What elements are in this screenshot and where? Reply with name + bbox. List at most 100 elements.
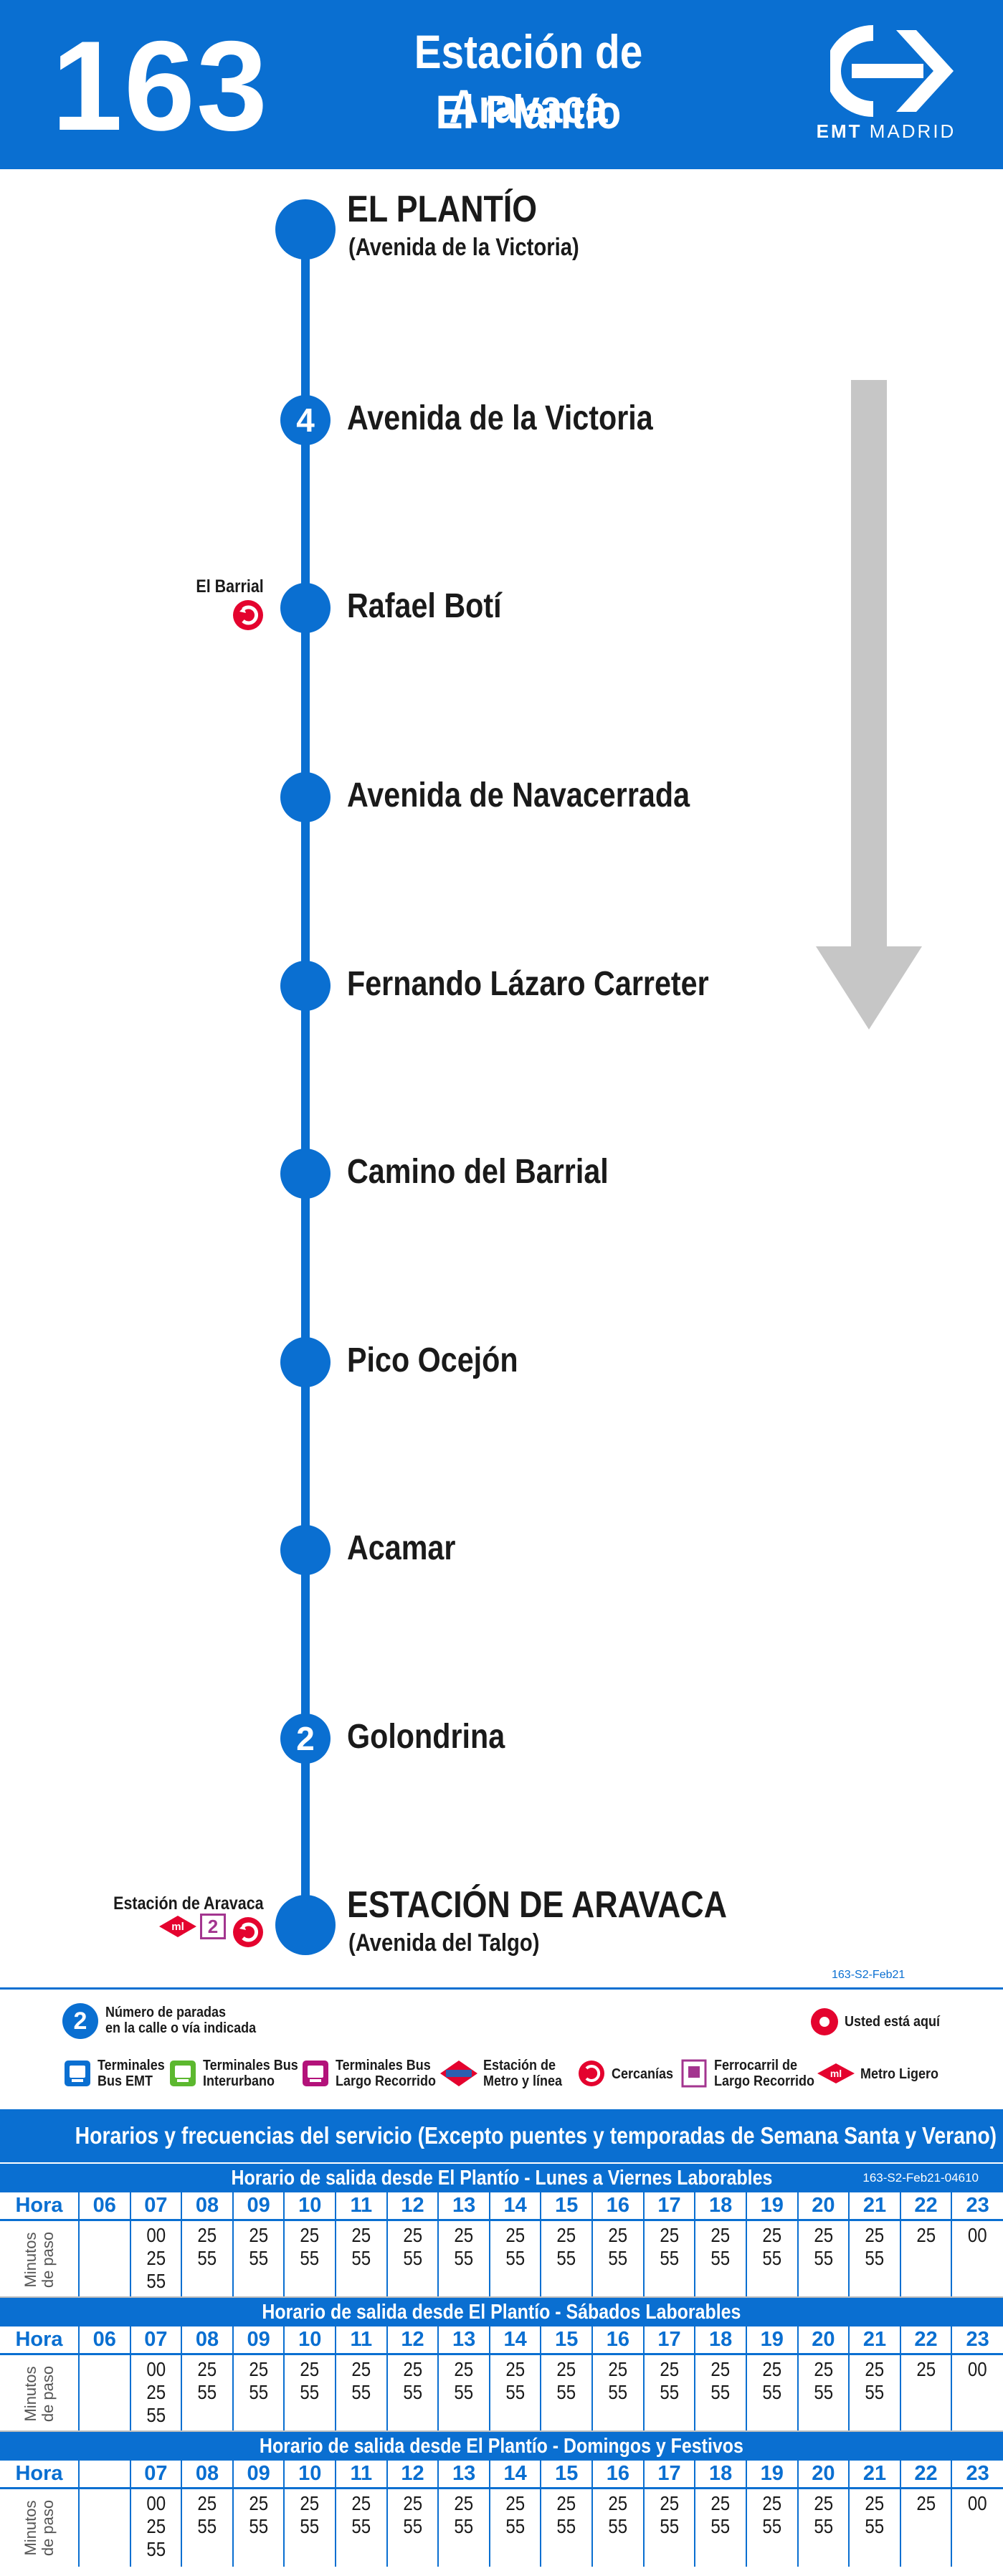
stop-marker [280,1149,331,1199]
stop-count: 4 [296,401,315,439]
stop-name: Pico Ocejón [347,1341,518,1379]
hour-cell: 09 [232,2327,285,2355]
stop-street: (Avenida de la Victoria) [348,234,579,261]
timetable-banner: Horarios y frecuencias del servicio (Exc… [0,2109,1003,2162]
long-distance-bus-terminal-icon [303,2061,328,2086]
minutes-cell [78,2354,130,2433]
hour-cell: 18 [694,2192,746,2221]
stop-name: ESTACIÓN DE ARAVACA [347,1884,728,1926]
hour-cell: 22 [899,2327,952,2355]
stop-marker [280,1337,331,1387]
route-line [301,215,310,1929]
hour-cell: 14 [488,2192,541,2221]
hour-cell: 20 [797,2192,850,2221]
hour-cell: 12 [386,2192,439,2221]
hour-cell: 19 [745,2192,798,2221]
hour-cell: 09 [232,2192,285,2221]
minutes-cell: 25 [899,2488,952,2567]
you-are-here-icon [811,2008,838,2035]
metro-ligero-icon: ml [817,2063,855,2083]
hour-cell: 23 [951,2327,1003,2355]
schedule-code: 163-S2-Feb21-04610 [862,2171,979,2185]
legend-stop-count: 2 [73,2007,87,2035]
connection-label: El Barrial [196,576,264,597]
stop-street: (Avenida del Talgo) [348,1929,540,1957]
hour-cell: 15 [540,2192,593,2221]
hour-header: Hora [0,2461,79,2489]
minutes-cell: 00 [951,2220,1003,2299]
legend-divider [0,1987,1003,1990]
hour-cell: 20 [797,2461,850,2489]
hour-cell: 08 [181,2461,233,2489]
hour-cell: 06 [78,2192,130,2221]
metro-icon [440,2061,477,2086]
hour-cell: 16 [591,2461,644,2489]
plate-code: 163-S2-Feb21 [832,1969,905,1981]
stop-name: Camino del Barrial [347,1153,609,1191]
minutes-cell: 00 [951,2354,1003,2433]
schedule-section-title: Horario de salida desde El Plantío - Sáb… [0,2298,1003,2327]
stop-marker [280,1525,331,1575]
hour-cell: 17 [642,2461,695,2489]
hour-cell: 15 [540,2327,593,2355]
hour-cell: 14 [488,2327,541,2355]
minutes-cell [78,2220,130,2299]
hour-header: Hora [0,2192,79,2221]
route-number: 163 [52,14,269,157]
stop-count: 2 [296,1720,315,1757]
hour-cell: 22 [899,2192,952,2221]
destination-line-1: Estación de Aravaca [414,25,643,133]
hour-cell: 11 [335,2461,387,2489]
hour-cell: 16 [591,2192,644,2221]
hour-cell: 16 [591,2327,644,2355]
hour-cell: 18 [694,2461,746,2489]
destination-line-2: El Plantío [435,85,622,138]
interurban-bus-terminal-icon [170,2061,196,2086]
cercanias-icon [233,600,263,630]
hour-cell: 14 [488,2461,541,2489]
stop-name: Golondrina [347,1718,505,1756]
emt-logo-text: EMT MADRID [816,120,956,142]
hour-cell: 10 [283,2461,336,2489]
down-arrow-icon [816,380,922,1030]
hour-cell: 19 [745,2461,798,2489]
minutes-cell: 25 [899,2354,952,2433]
hour-cell: 17 [642,2327,695,2355]
svg-text:ml: ml [830,2068,842,2079]
